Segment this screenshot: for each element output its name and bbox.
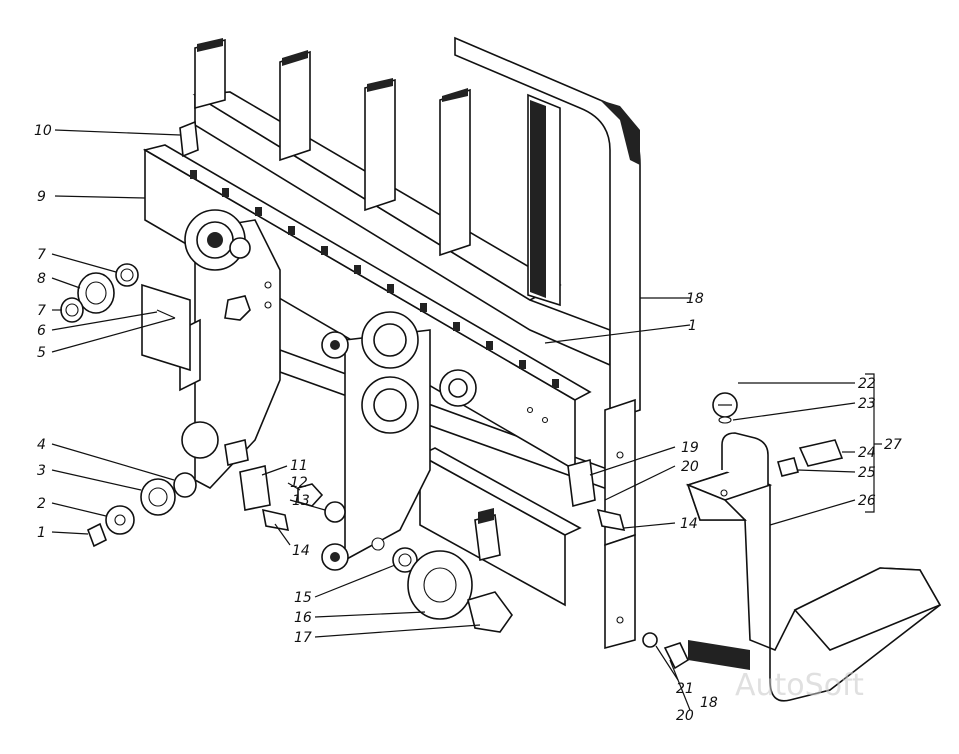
loose-parts-bottom	[392, 458, 690, 670]
label-7-upper: 7	[37, 247, 46, 263]
label-7-lower: 7	[37, 303, 46, 319]
label-13: 13	[292, 493, 310, 509]
label-20-lower: 20	[676, 708, 694, 724]
label-26: 26	[858, 493, 876, 509]
label-8: 8	[37, 271, 46, 287]
label-2: 2	[37, 496, 46, 512]
carriage-frame	[192, 36, 641, 650]
label-22: 22	[858, 376, 876, 392]
label-15: 15	[294, 590, 312, 606]
label-14-left: 14	[292, 543, 310, 559]
label-20-upper: 20	[681, 459, 699, 475]
label-23: 23	[858, 396, 876, 412]
label-1-left: 1	[37, 525, 46, 541]
label-24: 24	[858, 445, 876, 461]
leader-lines	[51, 129, 882, 711]
label-3: 3	[37, 463, 46, 479]
part-labels: 10 9 7 8 7 6 5 4 3 2 1 11 12 13 14 15 16…	[34, 123, 902, 724]
label-5: 5	[37, 345, 46, 361]
label-27: 27	[884, 437, 902, 453]
middle-roller-plate	[321, 311, 477, 571]
lower-bar	[418, 447, 582, 607]
left-roller-plate	[179, 209, 281, 489]
loose-parts-left	[60, 120, 346, 548]
label-18-bottom: 18	[700, 695, 718, 711]
label-16: 16	[294, 610, 312, 626]
label-11: 11	[290, 458, 308, 474]
label-9: 9	[37, 189, 46, 205]
label-17: 17	[294, 630, 312, 646]
fork	[685, 392, 942, 702]
label-10: 10	[34, 123, 52, 139]
label-12: 12	[290, 475, 308, 491]
watermark: AutoSoft	[735, 668, 864, 703]
guide-teeth	[190, 170, 559, 388]
label-19: 19	[681, 440, 699, 456]
label-14-right: 14	[680, 516, 698, 532]
label-18-frame: 18	[686, 291, 704, 307]
label-4: 4	[37, 437, 46, 453]
label-21: 21	[676, 681, 694, 697]
label-25: 25	[858, 465, 876, 481]
label-6: 6	[37, 323, 46, 339]
label-1-frame: 1	[688, 318, 697, 334]
frame-fins	[194, 36, 641, 422]
